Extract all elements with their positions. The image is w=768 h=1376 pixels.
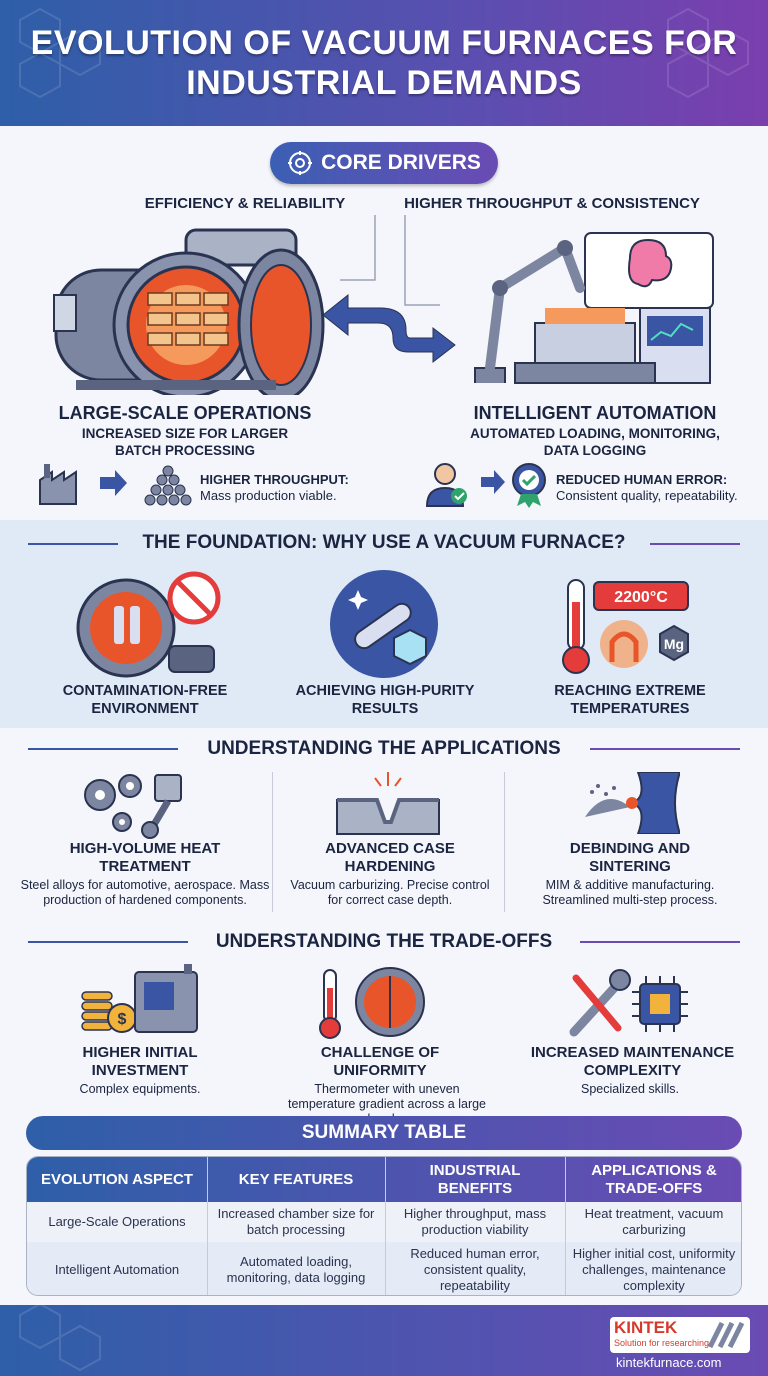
large-scale-title: LARGE-SCALE OPERATIONS [58,403,312,423]
core-drivers-pill: CORE DRIVERS [270,142,498,184]
brand-mark-icon [707,1321,745,1349]
core-drivers-label: CORE DRIVERS [321,151,481,174]
large-scale-subtitle: INCREASED SIZE FOR LARGER BATCH PROCESSI… [81,426,289,458]
divider-right [590,748,740,750]
connector-lines [340,215,440,306]
maintenance-tools-icon [569,969,688,1037]
debinding-sintering-text: MIM & additive manufacturing. Streamline… [542,878,718,907]
tradeoffs-heading: UNDERSTANDING THE TRADE-OFFS [215,931,553,952]
uniformity-title: CHALLENGE OF UNIFORMITY [320,1044,440,1079]
factory-to-products-icon [39,464,192,506]
maintenance-title: INCREASED MAINTENANCE COMPLEXITY [530,1044,735,1079]
table-cell: Intelligent Automation [54,1261,180,1277]
case-hardening-title: ADVANCED CASE HARDENING [325,840,455,875]
exchange-arrow-icon [322,293,456,364]
debinding-sintering-title: DEBINDING AND SINTERING [569,840,691,875]
brand-logo: KINTEK Solution for researching [610,1317,750,1353]
summary-table: EVOLUTION ASPECT KEY FEATURES INDUSTRIAL… [26,1156,742,1296]
column-divider [272,772,273,912]
intelligent-automation-title: INTELLIGENT AUTOMATION [473,403,717,423]
gears-piston-icon [84,774,182,839]
brand-tagline: Solution for researching [614,1338,710,1348]
column-divider [207,1157,208,1295]
table-header-cell: INDUSTRIAL BENEFITS [429,1161,521,1197]
efficiency-label: EFFICIENCY & RELIABILITY [144,195,346,212]
uniformity-icon [319,967,425,1039]
divider-right [580,941,740,943]
gear-cycle-icon [288,151,313,175]
robot-automation-illustration [474,232,714,384]
applications-heading: UNDERSTANDING THE APPLICATIONS [207,738,561,759]
heat-treatment-text: Steel alloys for automotive, aerospace. … [20,878,270,907]
table-header-row [27,1157,741,1202]
hexagon-pattern [19,7,749,99]
heat-treatment-title: HIGH-VOLUME HEAT TREATMENT [69,840,221,875]
table-cell: Large-Scale Operations [48,1214,186,1229]
table-cell: Higher initial cost, uniformity challeng… [572,1245,736,1293]
table-cell: Higher throughput, mass production viabi… [403,1206,547,1237]
table-cell: Heat treatment, vacuum carburizing [584,1206,724,1237]
human-error-benefit-text: Consistent quality, repeatability. [556,488,738,503]
divider-left [28,543,118,545]
header-banner: EVOLUTION OF VACUUM FURNACES FOR INDUSTR… [0,0,768,126]
page-title: EVOLUTION OF VACUUM FURNACES FOR INDUSTR… [30,24,738,102]
high-purity-label: ACHIEVING HIGH-PURITY RESULTS [295,683,475,717]
table-header-cell: EVOLUTION ASPECT [41,1170,193,1188]
table-header-cell: APPLICATIONS & TRADE-OFFS [591,1161,717,1197]
case-hardening-icon [336,772,440,835]
case-hardening-text: Vacuum carburizing. Precise control for … [290,878,490,907]
contamination-free-icon [76,571,221,678]
extreme-temperature-icon: 2200°C Mg [562,579,689,674]
divider-left [28,748,178,750]
column-divider [565,1157,566,1295]
extreme-temperature-label: REACHING EXTREME TEMPERATURES [554,683,706,717]
initial-investment-title: HIGHER INITIAL INVESTMENT [82,1044,198,1079]
large-furnace-illustration [53,228,325,395]
table-cell: Reduced human error, consistent quality,… [410,1245,540,1293]
throughput-benefit-title: HIGHER THROUGHPUT: [200,472,349,487]
person-to-badge-icon [425,463,546,508]
human-error-benefit-title: REDUCED HUMAN ERROR: [556,472,728,487]
table-header-cell: KEY FEATURES [238,1170,354,1188]
divider-right [650,543,740,545]
brand-name: KINTEK [614,1318,678,1337]
intelligent-automation-subtitle: AUTOMATED LOADING, MONITORING, DATA LOGG… [470,426,720,458]
temperature-readout: 2200°C [614,589,668,606]
magnesium-symbol: Mg [664,636,684,652]
column-divider [385,1157,386,1295]
throughput-benefit-text: Mass production viable. [200,488,337,503]
hexagon-pattern [19,1305,101,1372]
column-divider [504,772,505,912]
table-row [27,1242,741,1295]
footer: KINTEK Solution for researching kintekfu… [0,1305,768,1376]
foundation-heading: THE FOUNDATION: WHY USE A VACUUM FURNACE… [142,532,626,553]
high-purity-icon [330,570,438,678]
investment-icon: $ [81,964,198,1033]
table-cell: Increased chamber size for batch process… [217,1206,375,1237]
table-cell: Automated loading, monitoring, data logg… [226,1253,366,1285]
summary-table-heading: SUMMARY TABLE [26,1116,742,1150]
sintering-powder-icon [585,772,680,834]
contamination-free-label: CONTAMINATION-FREE ENVIRONMENT [62,683,228,717]
initial-investment-text: Complex equipments. [79,1082,201,1096]
website-link[interactable]: kintekfurnace.com [616,1355,722,1370]
divider-left [28,941,188,943]
throughput-label: HIGHER THROUGHPUT & CONSISTENCY [404,195,700,212]
table-row [27,1202,741,1242]
svg-text:$: $ [118,1011,127,1028]
maintenance-text: Specialized skills. [581,1082,679,1096]
